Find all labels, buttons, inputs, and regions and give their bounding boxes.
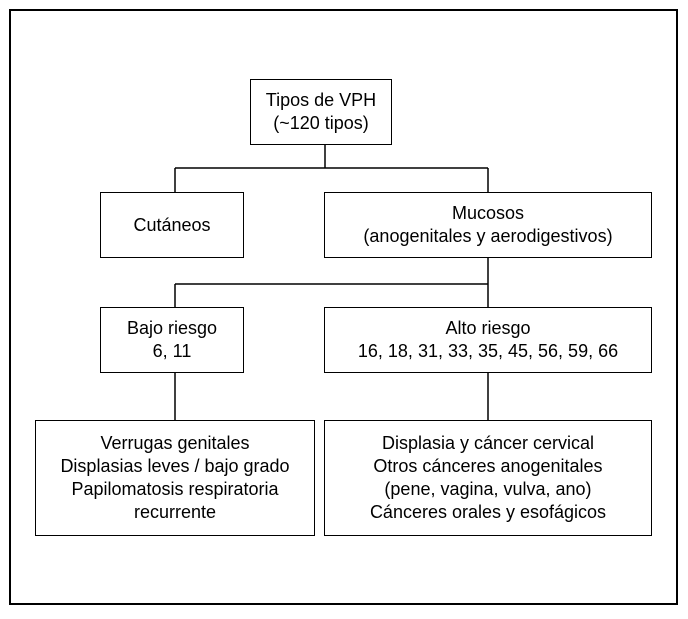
node-mucosos: Mucosos (anogenitales y aerodigestivos) (324, 192, 652, 258)
node-alto-riesgo: Alto riesgo 16, 18, 31, 33, 35, 45, 56, … (324, 307, 652, 373)
node-cutaneos: Cutáneos (100, 192, 244, 258)
node-tipos-vph-line-1: Tipos de VPH (265, 90, 377, 110)
node-alto-riesgo-efectos-line-3: (pene, vagina, vulva, ano) (384, 479, 592, 499)
node-bajo-riesgo-efectos-line-1: Verrugas genitales (100, 433, 250, 453)
node-cutaneos-line-1: Cutáneos (133, 214, 211, 235)
node-mucosos-line-2: (anogenitales y aerodigestivos) (363, 226, 613, 246)
figure-frame (9, 9, 678, 605)
node-bajo-riesgo-efectos: Verrugas genitales Displasias leves / ba… (35, 420, 315, 536)
node-bajo-riesgo: Bajo riesgo 6, 11 (100, 307, 244, 373)
node-tipos-vph-line-2: (~120 tipos) (273, 113, 369, 133)
node-bajo-riesgo-efectos-line-3: Papilomatosis respiratoria (71, 479, 279, 499)
node-alto-riesgo-line-2: 16, 18, 31, 33, 35, 45, 56, 59, 66 (357, 341, 619, 361)
node-mucosos-line-1: Mucosos (451, 203, 525, 223)
node-alto-riesgo-efectos-line-4: Cánceres orales y esofágicos (369, 502, 607, 522)
node-alto-riesgo-efectos-line-2: Otros cánceres anogenitales (373, 456, 603, 476)
node-bajo-riesgo-line-2: 6, 11 (152, 341, 192, 361)
node-bajo-riesgo-efectos-line-4: recurrente (133, 502, 217, 522)
node-alto-riesgo-line-1: Alto riesgo (445, 318, 531, 338)
node-bajo-riesgo-efectos-line-2: Displasias leves / bajo grado (60, 456, 290, 476)
node-alto-riesgo-efectos: Displasia y cáncer cervical Otros cáncer… (324, 420, 652, 536)
node-bajo-riesgo-line-1: Bajo riesgo (126, 318, 218, 338)
node-tipos-vph: Tipos de VPH (~120 tipos) (250, 79, 392, 145)
node-alto-riesgo-efectos-line-1: Displasia y cáncer cervical (381, 433, 595, 453)
